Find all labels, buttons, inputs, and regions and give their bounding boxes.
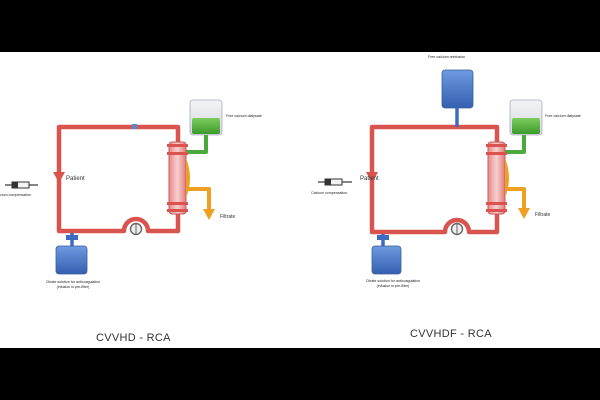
diagram-title-right: CVVHDF - RCA	[410, 328, 492, 340]
diagram-canvas: Patient cium compensation Free calcium d…	[0, 52, 600, 348]
circuit-drawing	[5, 69, 543, 275]
syringe-icon-left	[5, 181, 38, 189]
patient-label-right: Patient	[360, 176, 379, 182]
hemofilter-left	[167, 141, 190, 215]
citrate-label-right: Citrate solution for anticoagulation (in…	[365, 279, 421, 288]
cvvhdf-rca-diagram	[318, 69, 543, 275]
citrate-bag-left	[55, 245, 88, 275]
arrow-to-patient-left	[53, 172, 65, 183]
citrate-label-left: Citrate solution for anticoagulation (in…	[45, 280, 101, 289]
connector-marker-left	[132, 124, 137, 129]
reinfusion-label-right: Free calcium reinfusion	[428, 55, 466, 59]
patient-label-left: Patient	[66, 176, 85, 182]
calcium-compensation-label-right: Calcium compensation	[311, 191, 348, 195]
calcium-compensation-label-left: cium compensation	[0, 193, 31, 197]
filtrate-arrow-right	[518, 208, 530, 219]
syringe-icon-right	[318, 178, 352, 186]
dialysate-line-right	[504, 135, 526, 154]
filtrate-label-left: Filtrate	[220, 214, 236, 220]
dialysate-label-left: Free calcium dialysate	[226, 114, 262, 118]
reinfusion-bag-right	[441, 69, 474, 109]
arrow-to-patient-right	[366, 172, 378, 183]
filtrate-line-left	[187, 187, 211, 210]
diagram-title-left: CVVHD - RCA	[96, 332, 171, 344]
citrate-bag-right	[371, 245, 402, 275]
filtrate-line-right	[506, 187, 526, 209]
dialysate-label-right: Free calcium dialysate	[545, 114, 581, 118]
cvvhd-rca-diagram	[5, 99, 223, 275]
filtrate-arrow-left	[203, 209, 215, 220]
filtrate-label-right: Filtrate	[535, 212, 551, 218]
dialysate-line-left	[184, 135, 208, 154]
blood-line-left	[56, 124, 181, 234]
hemofilter-right	[486, 141, 509, 215]
blood-line-right	[369, 124, 500, 235]
